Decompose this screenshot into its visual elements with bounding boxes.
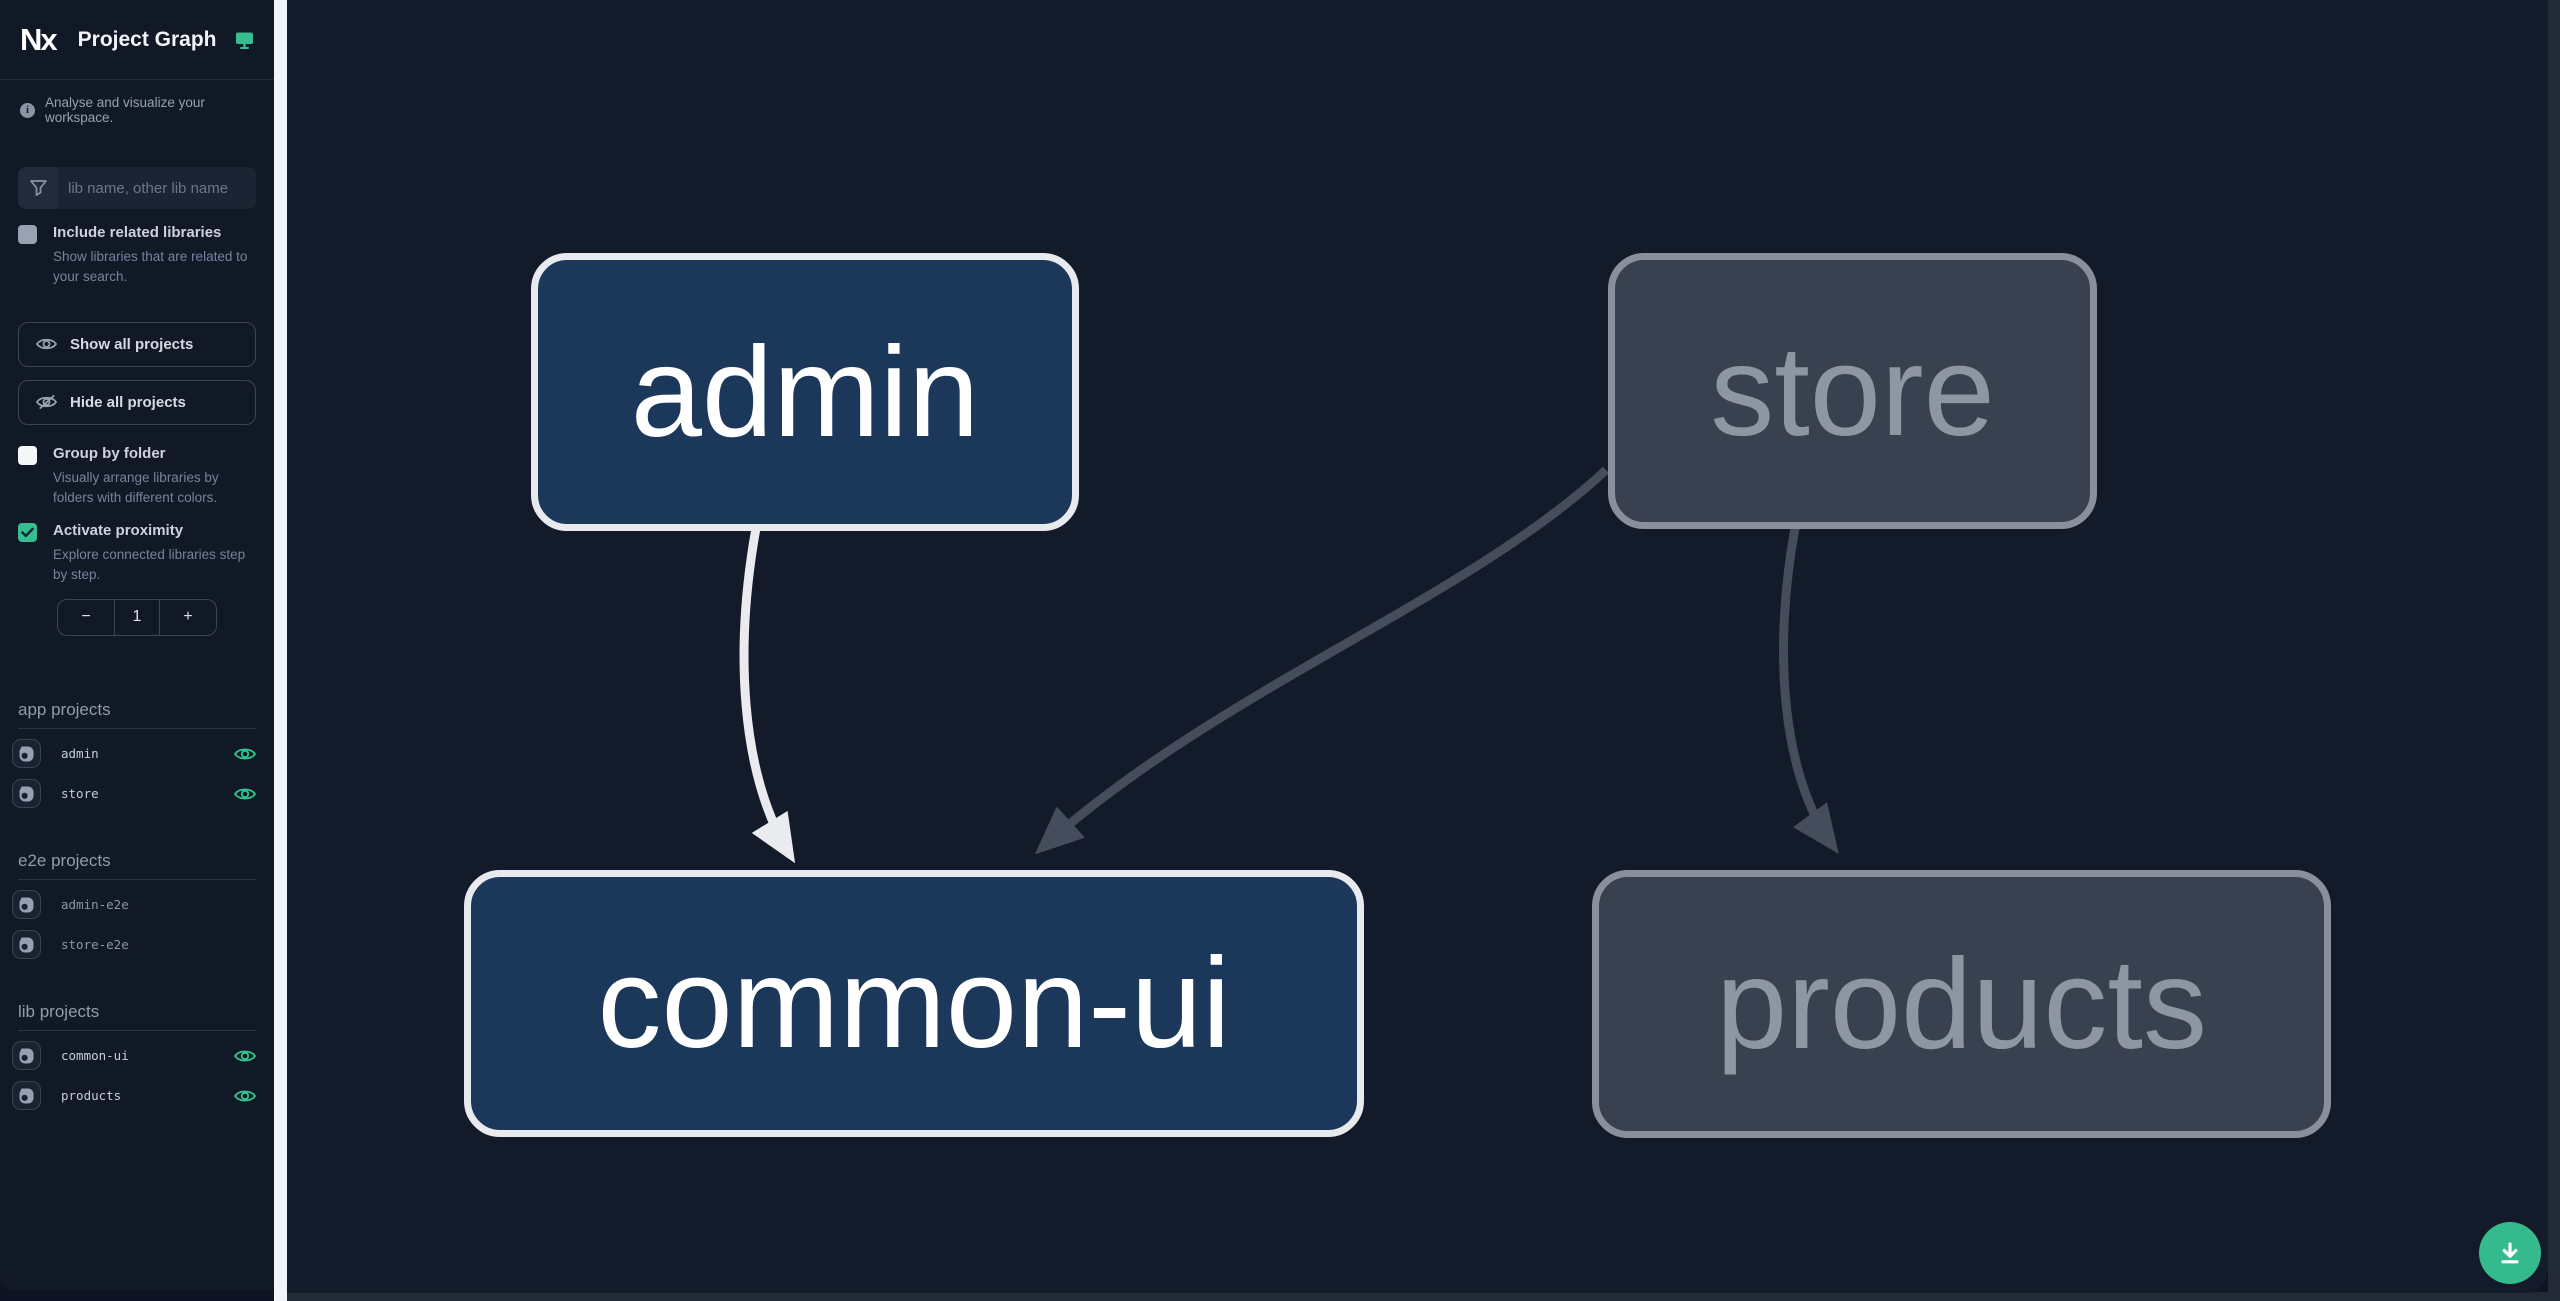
group-by-folder-description: Visually arrange libraries by folders wi… bbox=[53, 469, 219, 505]
project-row-common-ui: common-ui bbox=[12, 1041, 256, 1071]
graph-node-store[interactable]: store bbox=[1608, 253, 2097, 529]
node-label: admin bbox=[630, 320, 980, 464]
focus-project-button[interactable] bbox=[12, 930, 41, 959]
graph-node-products[interactable]: products bbox=[1592, 870, 2331, 1138]
project-name: store bbox=[61, 786, 99, 801]
download-graph-button[interactable] bbox=[2479, 1222, 2541, 1284]
project-icon bbox=[19, 746, 34, 761]
project-name: admin bbox=[61, 746, 99, 761]
search-input[interactable] bbox=[58, 167, 256, 209]
tagline-text: Analyse and visualize your workspace. bbox=[45, 95, 205, 125]
eye-off-icon bbox=[36, 394, 57, 410]
info-icon: i bbox=[20, 102, 35, 118]
graph-canvas[interactable]: admin store common-ui products bbox=[287, 0, 2548, 1293]
page-title: Project Graph bbox=[77, 27, 217, 51]
hide-all-projects-label: Hide all projects bbox=[70, 393, 186, 411]
project-name: admin-e2e bbox=[61, 897, 129, 912]
hide-all-projects-button[interactable]: Hide all projects bbox=[18, 379, 256, 425]
include-related-label[interactable]: Include related libraries bbox=[53, 224, 222, 241]
activate-proximity-description: Explore connected libraries step by step… bbox=[53, 547, 246, 583]
dependency-edges bbox=[739, 466, 1839, 864]
activate-proximity-toggle: Activate proximity Explore connected lib… bbox=[0, 522, 274, 586]
scrollbar-track-horizontal[interactable] bbox=[287, 1292, 2548, 1301]
show-all-projects-button[interactable]: Show all projects bbox=[18, 321, 256, 367]
include-related-toggle: Include related libraries Show libraries… bbox=[0, 224, 274, 288]
group-by-folder-toggle: Group by folder Visually arrange librari… bbox=[0, 445, 274, 509]
project-icon bbox=[19, 1088, 34, 1103]
focus-project-button[interactable] bbox=[12, 1081, 41, 1110]
project-name: common-ui bbox=[61, 1048, 129, 1063]
nx-logo: Nx bbox=[20, 21, 58, 57]
proximity-stepper: − 1 + bbox=[57, 598, 217, 636]
sidebar-header: Nx Project Graph bbox=[0, 0, 274, 80]
activate-proximity-checkbox[interactable] bbox=[18, 523, 37, 542]
edge-store-to-products bbox=[1779, 527, 1839, 854]
proximity-value: 1 bbox=[114, 599, 160, 635]
group-by-folder-label[interactable]: Group by folder bbox=[53, 444, 166, 462]
sidebar: Nx Project Graph i Analyse and visualize… bbox=[0, 0, 274, 1291]
monitor-icon[interactable] bbox=[235, 31, 254, 49]
proximity-increment-button[interactable]: + bbox=[160, 600, 216, 635]
project-row-store-e2e: store-e2e bbox=[12, 930, 256, 960]
graph-node-common-ui[interactable]: common-ui bbox=[464, 870, 1364, 1137]
search-box bbox=[18, 167, 256, 209]
edge-store-to-common-ui bbox=[1034, 466, 1610, 855]
project-name: store-e2e bbox=[61, 937, 129, 952]
show-all-projects-label: Show all projects bbox=[70, 335, 194, 353]
group-by-folder-checkbox[interactable] bbox=[18, 445, 37, 465]
section-title-app-projects: app projects bbox=[18, 700, 256, 729]
node-label: store bbox=[1710, 319, 1995, 463]
scrollbar-track-vertical[interactable] bbox=[2548, 0, 2560, 1301]
visibility-eye-icon[interactable] bbox=[234, 1048, 256, 1064]
download-icon bbox=[2496, 1239, 2524, 1267]
focus-project-button[interactable] bbox=[12, 739, 41, 768]
project-row-products: products bbox=[12, 1081, 256, 1111]
project-icon bbox=[19, 1048, 34, 1063]
sidebar-resize-divider[interactable] bbox=[274, 0, 287, 1301]
project-row-admin: admin bbox=[12, 739, 256, 769]
section-title-lib-projects: lib projects bbox=[18, 1002, 256, 1031]
visibility-eye-icon[interactable] bbox=[234, 786, 256, 802]
workspace-tagline: i Analyse and visualize your workspace. bbox=[0, 95, 274, 125]
project-icon bbox=[19, 786, 34, 801]
filter-icon bbox=[18, 167, 58, 209]
project-icon bbox=[19, 937, 34, 952]
edge-admin-to-common-ui bbox=[739, 527, 796, 864]
graph-node-admin[interactable]: admin bbox=[531, 253, 1079, 531]
check-icon bbox=[21, 527, 34, 538]
project-name: products bbox=[61, 1088, 122, 1103]
include-related-description: Show libraries that are related to your … bbox=[53, 249, 248, 285]
activate-proximity-label[interactable]: Activate proximity bbox=[53, 522, 184, 539]
eye-icon bbox=[36, 336, 57, 352]
visibility-eye-icon[interactable] bbox=[234, 746, 256, 762]
visibility-eye-icon[interactable] bbox=[234, 1088, 256, 1104]
section-title-e2e-projects: e2e projects bbox=[18, 851, 256, 880]
focus-project-button[interactable] bbox=[12, 779, 41, 808]
proximity-decrement-button[interactable]: − bbox=[58, 600, 114, 635]
focus-project-button[interactable] bbox=[12, 890, 41, 919]
node-label: common-ui bbox=[597, 932, 1231, 1075]
include-related-checkbox[interactable] bbox=[18, 225, 37, 244]
focus-project-button[interactable] bbox=[12, 1041, 41, 1070]
project-row-store: store bbox=[12, 779, 256, 809]
project-row-admin-e2e: admin-e2e bbox=[12, 890, 256, 920]
project-icon bbox=[19, 897, 34, 912]
node-label: products bbox=[1716, 932, 2207, 1076]
